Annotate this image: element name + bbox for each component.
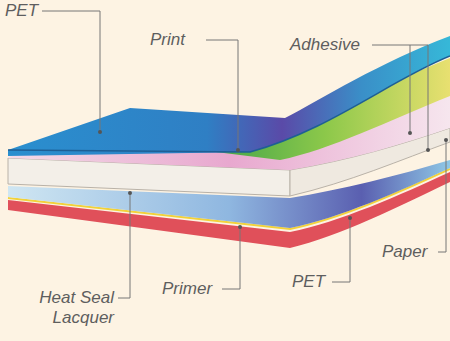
layer-label: Primer [162,279,212,299]
top-pet-layer [8,36,450,156]
leader-lines [42,11,446,298]
layer-label: Heat Seal Lacquer [2,288,114,328]
top-pet-edge [8,56,450,152]
layer-label: Adhesive [290,35,360,55]
layer-label: Print [150,30,185,50]
layer-label: PET [292,272,325,292]
layer-label: Paper [382,242,427,262]
layer-label: PET [5,1,38,21]
leader-dots [98,130,448,229]
